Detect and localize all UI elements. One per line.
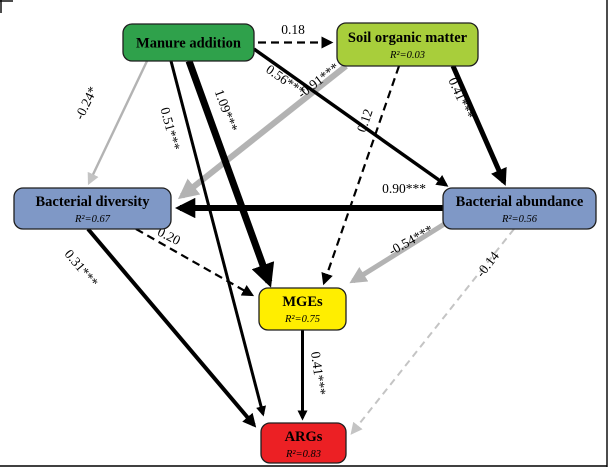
manure-addition-label: Manure addition [136,36,241,52]
arrow-abundance-to-args [350,228,515,435]
bacterial-diversity-box [13,187,172,230]
coef-som-abundance: 0.41*** [445,75,477,121]
node-mges: MGEs R²=0.75 [258,287,347,331]
node-args: ARGs R²=0.83 [260,422,347,464]
args-box [260,422,347,464]
node-bacterial-abundance: Bacterial abundance R²=0.56 [442,187,597,230]
bacterial-abundance-r2: R²=0.56 [501,214,538,225]
arrow-abundance-to-mges [349,220,448,284]
arrow-som-to-diversity [178,63,348,200]
arrow-diversity-to-mges [135,228,255,297]
coef-abundance-mges: -0.54*** [386,222,436,259]
soil-organic-matter-label: Soil organic matter [348,30,468,46]
bacterial-abundance-box [442,187,597,230]
mges-box [258,287,347,331]
coef-manure-som: 0.18 [281,22,305,37]
coef-manure-args: 0.51*** [157,106,183,153]
coef-abundance-args: -0.14 [473,248,502,280]
arrow-diversity-to-args [86,227,257,428]
soil-organic-matter-box [336,22,479,67]
arrow-manure-to-mges [185,59,275,288]
coef-diversity-args: 0.31*** [62,246,102,289]
args-r2: R²=0.83 [285,449,321,460]
arrow-som-to-mges [321,65,401,286]
bacterial-abundance-label: Bacterial abundance [456,194,584,210]
bacterial-diversity-r2: R²=0.67 [74,214,111,225]
coef-som-mges: 0.12 [354,107,376,134]
node-bacterial-diversity: Bacterial diversity R²=0.67 [13,187,172,230]
coef-manure-diversity: -0.24* [72,84,101,122]
node-manure-addition: Manure addition [122,23,255,62]
mges-label: MGEs [282,294,323,310]
bacterial-diversity-label: Bacterial diversity [36,194,151,210]
soil-organic-matter-r2: R²=0.03 [389,50,425,61]
mges-r2: R²=0.75 [284,314,320,325]
node-soil-organic-matter: Soil organic matter R²=0.03 [336,22,479,67]
arrow-som-to-abundance [450,64,507,186]
coef-mges-args: 0.41*** [308,351,329,397]
coef-abundance-diversity: 0.90*** [382,181,426,196]
arrow-manure-to-abundance [252,47,449,187]
arrow-manure-to-args [169,60,267,417]
arrow-manure-to-diversity [87,60,149,186]
args-label: ARGs [285,429,323,445]
manure-addition-box [122,23,255,62]
